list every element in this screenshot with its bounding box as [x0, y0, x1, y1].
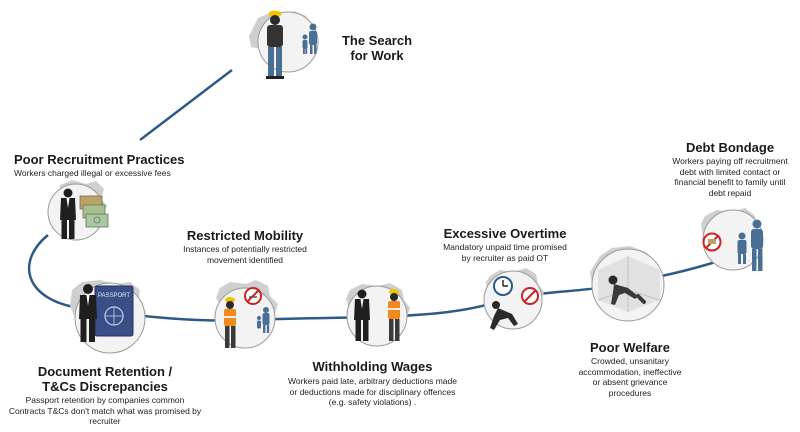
stage-title-document-retention: Document Retention / T&Cs Discrepancies	[20, 364, 190, 394]
stage-description-document-retention: Passport retention by companies common C…	[5, 395, 205, 427]
stage-poor-recruitment	[47, 180, 109, 241]
description-line: financial benefit to family until	[674, 177, 786, 187]
clock-icon	[493, 276, 513, 296]
stage-description-debt-bondage: Workers paying off recruitment debt with…	[664, 156, 796, 198]
family-icon	[257, 307, 270, 333]
description-line: Workers paying off recruitment	[672, 156, 788, 166]
title-line: Document Retention /	[37, 364, 173, 379]
description-line: movement identified	[206, 254, 284, 265]
stage-debt-bondage	[701, 208, 764, 271]
stage-description-excessive-overtime: Mandatory unpaid time promised by recrui…	[430, 242, 580, 263]
businessman-icon	[60, 188, 76, 239]
title-line: Excessive Overtime	[443, 226, 567, 241]
resting-worker-icon	[608, 275, 646, 305]
family-icon	[302, 23, 317, 54]
title-line: The Search	[341, 33, 413, 48]
no-entry-icon	[702, 232, 722, 252]
stage-title-search-for-work: The Search for Work	[322, 33, 432, 63]
description-line: Mandatory unpaid time promised	[443, 242, 567, 252]
stage-title-poor-welfare: Poor Welfare	[580, 340, 680, 355]
stage-restricted-mobility	[214, 280, 278, 349]
stage-title-debt-bondage: Debt Bondage	[674, 140, 786, 155]
description-line: debt with limited contact or	[679, 166, 781, 177]
stage-description-poor-recruitment: Workers charged illegal or excessive fee…	[14, 168, 214, 179]
description-line: debt repaid	[708, 187, 752, 198]
stage-title-withholding-wages: Withholding Wages	[305, 359, 440, 374]
stage-document-retention: PASSPORT	[70, 280, 146, 354]
title-line: Restricted Mobility	[186, 228, 304, 243]
stage-description-restricted-mobility: Instances of potentially restricted move…	[170, 244, 320, 265]
stage-description-withholding-wages: Workers paid late, arbitrary deductions …	[280, 376, 465, 408]
description-line: Instances of potentially restricted	[183, 244, 307, 254]
description-line: accommodation, ineffective	[578, 366, 682, 377]
stage-title-excessive-overtime: Excessive Overtime	[440, 226, 570, 241]
description-line: procedures	[608, 387, 652, 398]
stage-excessive-overtime	[483, 268, 544, 330]
no-entry-icon	[521, 287, 539, 305]
no-entry-icon	[244, 287, 262, 305]
description-line: by recruiter as paid OT	[461, 252, 549, 263]
description-line: (e.g. safety violations) .	[328, 397, 417, 407]
title-line: T&Cs Discrepancies	[42, 379, 168, 394]
exhausted-worker-icon	[490, 301, 518, 330]
title-line: Withholding Wages	[312, 359, 433, 374]
title-line: Poor Recruitment Practices	[14, 152, 185, 167]
stage-poor-welfare	[590, 246, 665, 322]
cash-bundle-icon	[79, 195, 109, 228]
title-line: Poor Welfare	[590, 340, 670, 355]
description-line: Crowded, unsanitary	[591, 356, 669, 366]
description-line: Workers paid late, arbitrary deductions …	[288, 376, 457, 386]
stage-title-poor-recruitment: Poor Recruitment Practices	[14, 152, 214, 167]
description-line: Workers charged illegal or excessive fee…	[14, 168, 171, 178]
worker-in-vest-icon	[388, 289, 400, 341]
stage-withholding-wages	[346, 283, 410, 347]
stage-search-for-work	[249, 10, 319, 79]
stage-description-poor-welfare: Crowded, unsanitary accommodation, ineff…	[570, 356, 690, 398]
businessman-icon	[79, 284, 97, 342]
worker-in-vest-icon	[224, 297, 236, 348]
businessman-icon	[354, 289, 370, 341]
description-line: or absent grievance	[592, 377, 668, 387]
worker-with-hardhat-icon	[266, 10, 284, 79]
description-line: Passport retention by companies common	[25, 395, 185, 405]
passport-icon: PASSPORT	[94, 285, 134, 337]
family-icon	[737, 219, 763, 271]
passport-label: PASSPORT	[98, 293, 130, 299]
stage-title-restricted-mobility: Restricted Mobility	[180, 228, 310, 243]
description-line: or deductions made for disciplinary offe…	[289, 386, 456, 397]
description-line: Contracts T&Cs don't match what was prom…	[8, 405, 202, 416]
journey-path-upper	[139, 69, 233, 141]
description-line: recruiter	[89, 416, 121, 426]
title-line: Debt Bondage	[685, 140, 775, 155]
title-line: for Work	[350, 48, 404, 63]
